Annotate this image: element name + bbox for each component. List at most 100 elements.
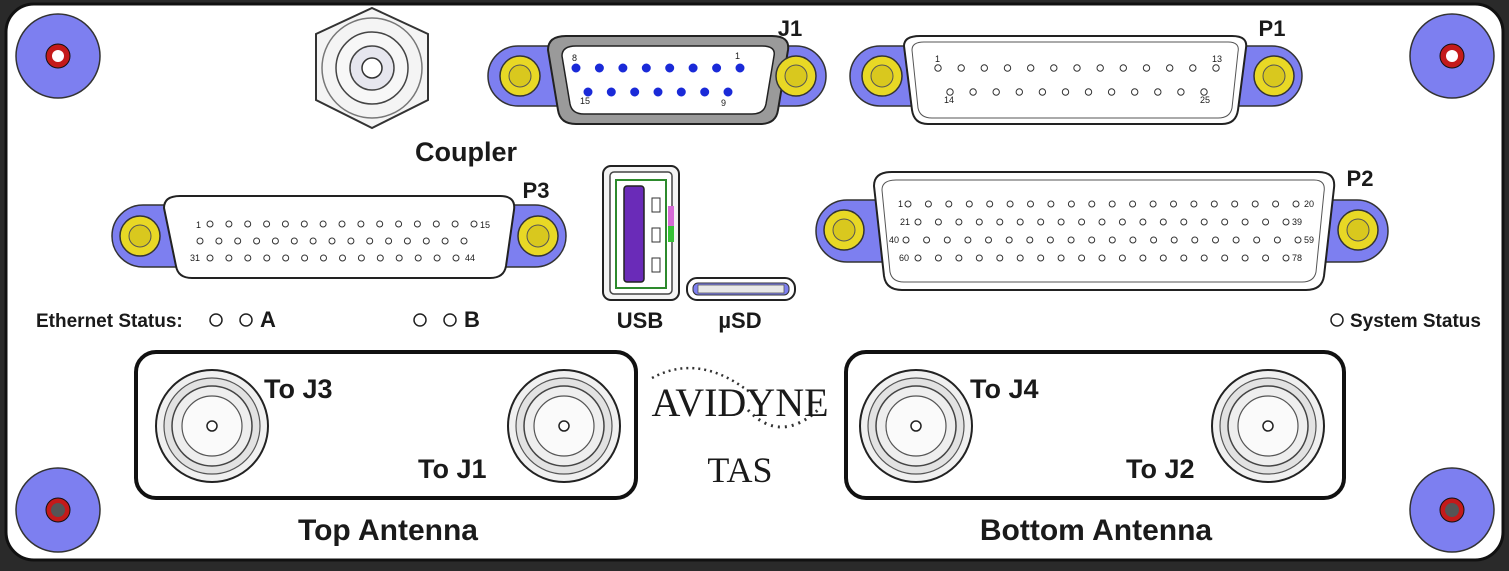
- p2-pin: [1180, 218, 1188, 226]
- j1-pin: [618, 63, 628, 73]
- j1-pin-label-15: 15: [580, 96, 590, 106]
- p2-pin: [934, 254, 942, 262]
- p2-pin: [1067, 200, 1075, 208]
- j1-label: J1: [778, 16, 802, 41]
- p2-pin: [1231, 200, 1239, 208]
- p1-pin-label-1: 1: [935, 54, 940, 64]
- p3-pin: [357, 254, 365, 262]
- p2-pin: [1139, 218, 1147, 226]
- p2-pin: [945, 200, 953, 208]
- p2-pin: [943, 236, 951, 244]
- p2-pin: [1212, 236, 1219, 244]
- p2-pin: [1273, 236, 1281, 244]
- p2-pin: [1282, 254, 1290, 262]
- p3-pin-label-31: 31: [190, 253, 200, 263]
- p2-pin: [985, 236, 992, 244]
- p3-pin: [244, 254, 252, 262]
- product-name: TAS: [707, 450, 772, 490]
- j1-pin: [594, 63, 604, 73]
- p1-pin: [1189, 64, 1197, 72]
- j1-pin: [630, 87, 640, 97]
- p3-connector: 1 15 31 44: [111, 195, 567, 279]
- p3-pin: [452, 254, 460, 262]
- to-j4-label: To J4: [970, 374, 1039, 404]
- p1-pin: [934, 64, 942, 72]
- p2-label: P2: [1347, 166, 1374, 191]
- p2-pin: [1026, 236, 1034, 244]
- p3-pin: [339, 254, 346, 262]
- p2-pin: [1180, 254, 1188, 262]
- p2-pin: [902, 236, 910, 244]
- p2-pin: [1149, 200, 1157, 208]
- j1-pin-label-8: 8: [572, 53, 577, 63]
- p2-pin: [955, 218, 963, 226]
- p3-pin-label-1: 1: [196, 220, 201, 230]
- p2-pin: [1221, 218, 1229, 226]
- p3-pin: [395, 220, 403, 228]
- p3-pin-label-44: 44: [465, 253, 475, 263]
- p3-pin: [319, 220, 327, 228]
- to-j3-label: To J3: [264, 374, 333, 404]
- p2-pin: [1129, 236, 1137, 244]
- p2-pin: [914, 218, 922, 226]
- bottom-antenna-label: Bottom Antenna: [980, 514, 1213, 547]
- avidyne-logo: AVIDYNE: [651, 366, 829, 429]
- p3-pin: [263, 254, 271, 262]
- p2-pin: [1200, 254, 1208, 262]
- p2-jackscrew-right: [1337, 209, 1379, 251]
- p2-pin: [986, 200, 994, 208]
- p2-pin: [1046, 236, 1054, 244]
- p2-pin: [1241, 218, 1249, 226]
- ethernet-port-b-label: B: [464, 307, 480, 332]
- p3-pin: [451, 220, 459, 228]
- p2-jackscrew-left: [823, 209, 865, 251]
- p3-pin: [385, 237, 393, 245]
- p2-pin: [1108, 200, 1116, 208]
- p3-pin: [441, 237, 449, 245]
- coax-connector-to-j3: [155, 369, 269, 483]
- p2-pin: [1098, 254, 1106, 262]
- usd-slot: [686, 277, 796, 301]
- p2-pin-label-78: 78: [1292, 253, 1302, 263]
- bottom-antenna-frame: [844, 350, 1346, 500]
- p1-pin-field: [934, 64, 1220, 96]
- j1-pin: [700, 87, 710, 97]
- p3-pin: [376, 254, 384, 262]
- j1-jackscrew-right: [775, 55, 817, 97]
- p3-pin: [309, 237, 317, 245]
- to-j2-label: To J2: [1126, 454, 1195, 484]
- coax-connector-to-j1: [507, 369, 621, 483]
- p3-pin: [225, 220, 233, 228]
- p2-pin: [1108, 236, 1116, 244]
- p3-pin: [357, 220, 365, 228]
- usb-label: USB: [617, 308, 663, 333]
- p1-pin: [1073, 64, 1081, 72]
- p1-pin: [1166, 64, 1174, 72]
- p3-pin: [376, 220, 384, 228]
- p3-pin: [414, 254, 422, 262]
- p2-pin: [1159, 218, 1167, 226]
- p2-pin: [1067, 236, 1075, 244]
- p3-pin: [338, 220, 346, 228]
- p3-pin: [196, 237, 204, 245]
- brand-name: AVIDYNE: [651, 380, 828, 425]
- p1-pin: [1027, 64, 1035, 72]
- j1-pin: [653, 87, 663, 97]
- p3-pin: [433, 254, 441, 262]
- p2-pin: [955, 254, 963, 262]
- p2-pin: [996, 218, 1004, 226]
- p1-pin: [1119, 64, 1128, 72]
- top-antenna-label: Top Antenna: [298, 514, 478, 547]
- top-antenna-frame: [134, 350, 638, 500]
- p3-label: P3: [523, 178, 550, 203]
- p3-pin: [263, 220, 271, 228]
- p1-pin: [1038, 88, 1047, 96]
- p1-pin: [1107, 88, 1116, 96]
- p2-pin: [975, 218, 983, 226]
- j1-pin: [606, 87, 616, 97]
- ethernet-led-b-1: [413, 313, 427, 327]
- p3-pin: [206, 254, 214, 262]
- p2-pin-label-60: 60: [899, 253, 909, 263]
- j1-pin: [723, 87, 733, 97]
